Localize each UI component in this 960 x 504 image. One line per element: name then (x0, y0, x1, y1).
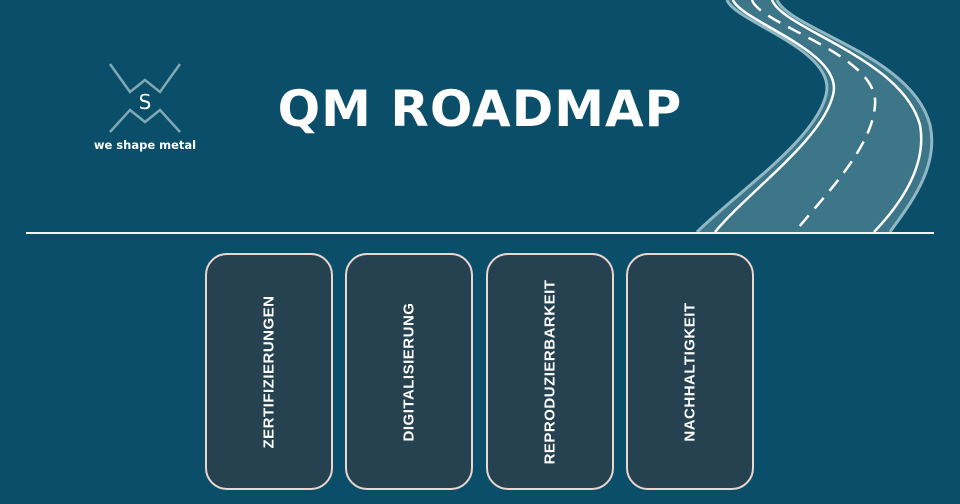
card-zertifizierungen: ZERTIFIZIERUNGEN (205, 253, 333, 490)
card-label: REPRODUZIERBARKEIT (541, 279, 559, 464)
divider (26, 232, 934, 234)
card-nachhaltigkeit: NACHHALTIGKEIT (626, 253, 754, 490)
logo-tagline: we shape metal (93, 138, 197, 152)
card-label: ZERTIFIZIERUNGEN (260, 295, 278, 448)
card-digitalisierung: DIGITALISIERUNG (345, 253, 473, 490)
card-reproduzierbarkeit: REPRODUZIERBARKEIT (486, 253, 614, 490)
page-title: QM ROADMAP (277, 80, 683, 138)
card-label: DIGITALISIERUNG (400, 302, 418, 441)
card-label: NACHHALTIGKEIT (681, 301, 699, 442)
logo-letter: S (139, 90, 152, 114)
logo-icon: S (108, 63, 182, 133)
